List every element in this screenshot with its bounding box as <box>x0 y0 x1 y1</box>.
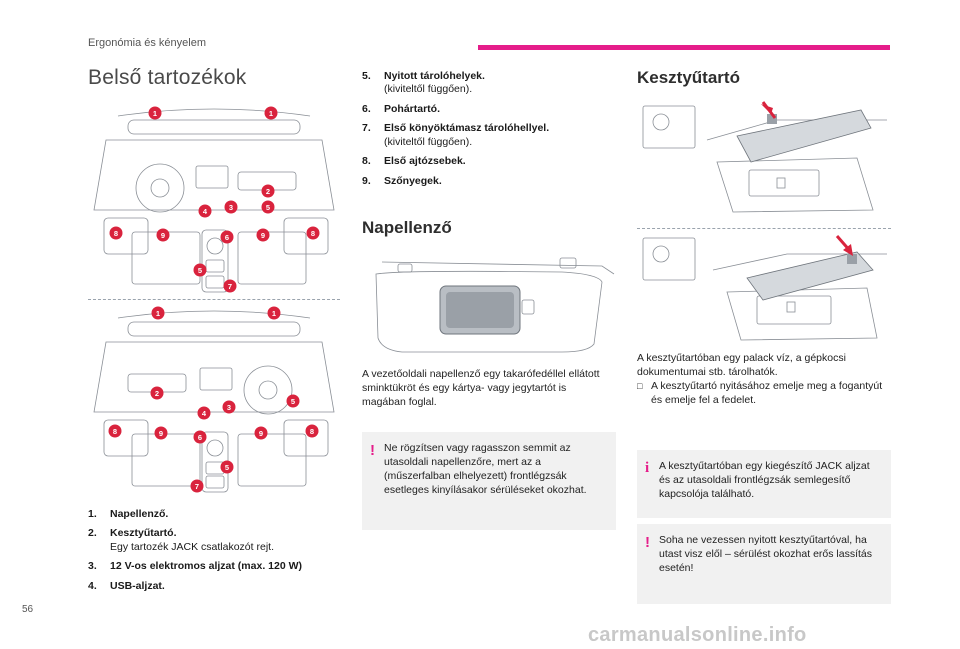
warning-text: Ne rögzítsen vagy ragasszon semmit az ut… <box>384 442 587 496</box>
info-icon: i <box>645 460 650 476</box>
page-title: Belső tartozékok <box>88 66 247 89</box>
sun-visor-figure <box>362 252 616 358</box>
interior-figure-lhd <box>88 100 340 294</box>
sun-visor-warning: ! Ne rögzítsen vagy ragasszon semmit az … <box>362 432 616 530</box>
sun-visor-text: A vezetőoldali napellenző egy takarófedé… <box>362 368 600 408</box>
glovebox-text: A kesztyűtartóban egy palack víz, a gépk… <box>637 352 891 407</box>
list-item: 4.USB-aljzat. <box>88 579 165 592</box>
warning-icon: ! <box>370 442 375 459</box>
section-header: Ergonómia és kényelem <box>88 37 207 49</box>
numbered-list-middle: 5.Nyitott tárolóhelyek.(kiviteltől függő… <box>362 70 612 194</box>
numbered-list-left: 1.Napellenző. 2.Kesztyűtartó.Egy tartozé… <box>88 508 343 599</box>
list-item: 5.Nyitott tárolóhelyek.(kiviteltől függő… <box>362 70 485 96</box>
list-item: 2.Kesztyűtartó.Egy tartozék JACK csatlak… <box>88 527 274 553</box>
warning-text: Soha ne vezessen nyitott kesztyűtartóval… <box>659 534 873 574</box>
glovebox-heading: Kesztyűtartó <box>637 68 740 87</box>
page-number: 56 <box>22 604 34 615</box>
section-accent-bar <box>478 45 890 50</box>
glovebox-bullet-text: A kesztyűtartó nyitásához emelje meg a f… <box>651 379 883 406</box>
glovebox-figure-open <box>637 230 891 344</box>
glovebox-description: A kesztyűtartóban egy palack víz, a gépk… <box>637 352 846 378</box>
sun-visor-heading: Napellenző <box>362 218 452 237</box>
figure-divider <box>637 228 891 229</box>
watermark: carmanualsonline.info <box>588 624 807 646</box>
square-bullet-icon: □ <box>637 380 643 391</box>
list-item: 7.Első könyöktámasz tárolóhellyel.(kivit… <box>362 122 550 148</box>
list-item: 3.12 V-os elektromos aljzat (max. 120 W) <box>88 560 302 573</box>
figure-divider <box>88 299 340 300</box>
info-text: A kesztyűtartóban egy kiegészítő JACK al… <box>659 460 870 500</box>
list-item: 1.Napellenző. <box>88 508 169 520</box>
warning-icon: ! <box>645 534 650 551</box>
list-item: 6.Pohártartó. <box>362 102 441 115</box>
glovebox-figure-closed <box>637 100 891 224</box>
list-item: 9.Szőnyegek. <box>362 174 442 187</box>
glovebox-warning: ! Soha ne vezessen nyitott kesztyűtartóv… <box>637 524 891 604</box>
glovebox-info: i A kesztyűtartóban egy kiegészítő JACK … <box>637 450 891 518</box>
glovebox-bullet: □ A kesztyűtartó nyitásához emelje meg a… <box>637 380 891 408</box>
list-item: 8.Első ajtózsebek. <box>362 155 466 168</box>
interior-figure-rhd <box>88 304 340 494</box>
